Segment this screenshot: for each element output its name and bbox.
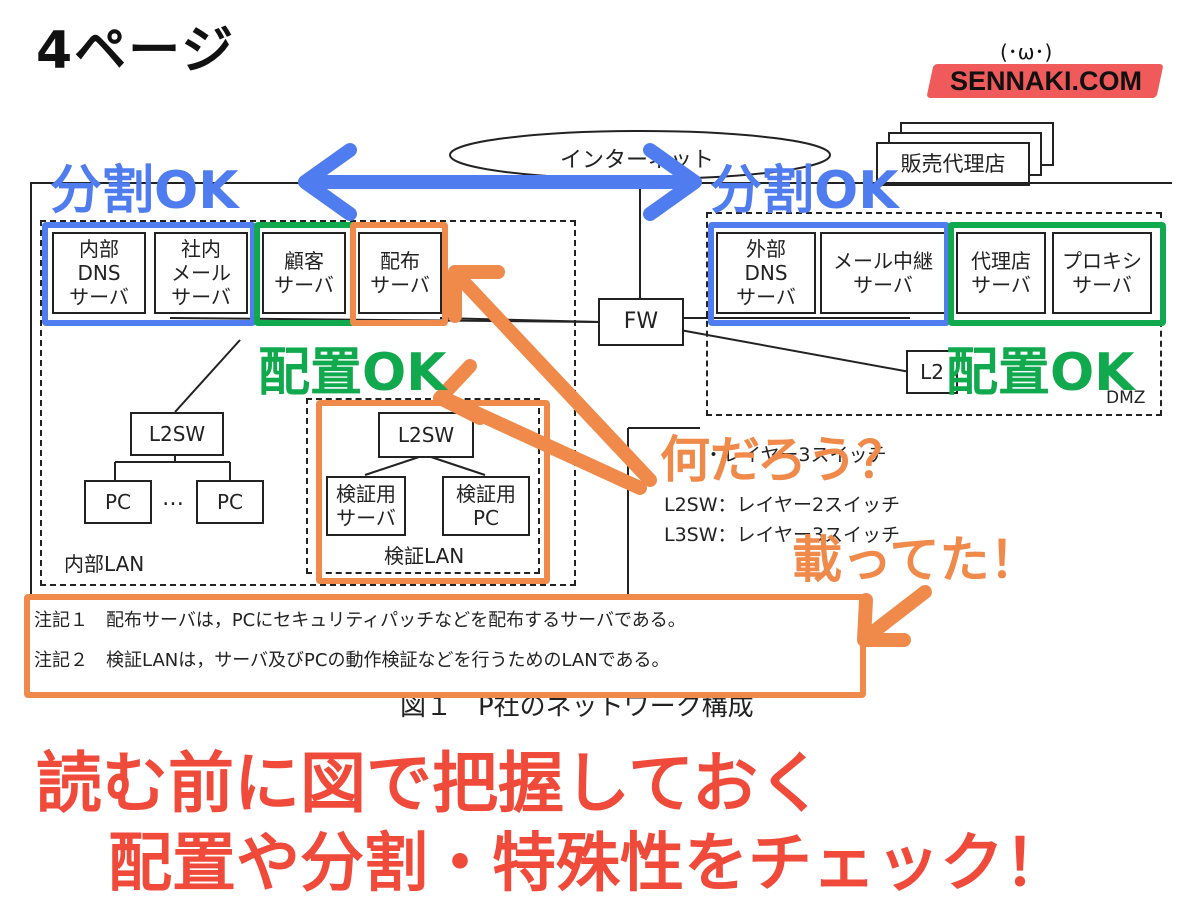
verify-lan-label: 検証LAN [384,544,465,568]
arrow-to-verify-lan-head [433,359,487,425]
brand-mascot: (･ω･) [1000,40,1053,64]
verify-server: 検証用 サーバ [326,476,406,536]
mail-relay-server: メール中継 サーバ [820,232,946,314]
footer-line-2: 配置や分割・特殊性をチェック！ [108,827,1068,901]
internal-dns-server: 内部 DNS サーバ [52,232,146,314]
external-dns-server: 外部 DNS サーバ [716,232,816,314]
legend-top: ・レイヤー3スイッチ [704,444,887,466]
line-verify-server [364,454,426,476]
verify-pc: 検証用 PC [442,476,530,536]
line-verify-pc [424,454,486,476]
internal-mail-server: 社内 メール サーバ [154,232,248,314]
annotation-place-right: 配置OK [946,343,1135,403]
legend-l2sw: L2SW：レイヤー2スイッチ [664,494,901,516]
verify-lan-zone [306,398,540,574]
highlight-dist-server [350,222,448,326]
arrow-to-notes [861,585,932,643]
line-fw-dmz [679,329,911,373]
agent-server: 代理店 サーバ [956,232,1046,314]
brand-text: SENNAKI.COM [950,66,1143,96]
line-dist-core [439,317,601,323]
split-arrow-right-head [643,143,702,221]
annotation-place-left: 配置OK [258,343,447,403]
agent-store-box: 販売代理店 [876,142,1030,186]
pc-b: PC [196,480,264,524]
highlight-verify-lan [316,400,550,584]
line-core-l2sw [174,339,241,413]
highlight-split-left [42,222,256,326]
legend-l3sw: L3SW：レイヤー3スイッチ [664,524,901,546]
distribution-server: 配布 サーバ [358,232,442,314]
l2sw-internal: L2SW [130,412,224,456]
annotation-question: 何だろう？ [660,431,907,489]
dmz-l2-switch: L2 [906,350,958,394]
highlight-split-right [708,222,950,326]
footer-line-1: 読む前に図で把握しておく [36,745,825,822]
highlight-place-right [948,222,1166,326]
customer-server: 顧客 サーバ [262,232,346,314]
note-1: 注記１ 配布サーバは，PCにセキュリティパッチなどを配布するサーバである。 [34,610,686,631]
arrow-to-notes-head [857,593,911,647]
internal-lan-label: 内部LAN [64,552,145,576]
arrow-to-dist-server [453,271,657,487]
annotation-split-right: 分割OK [710,161,899,221]
annotation-found: 載ってた！ [792,531,1040,589]
pc-ellipsis: … [162,486,184,511]
dmz-label: DMZ [1106,388,1146,408]
proxy-server: プロキシ サーバ [1052,232,1152,314]
pc-a: PC [84,480,152,524]
page-title: 4ページ [36,21,236,81]
brand-logo[interactable]: SENNAKI.COM [926,60,1164,104]
note-2: 注記２ 検証LANは，サーバ及びPCの動作検証などを行うためのLANである。 [34,650,670,671]
l2sw-verify: L2SW [378,412,474,458]
split-arrow-left-head [298,143,357,221]
arrow-to-dist-server-head [448,265,505,323]
firewall-box: FW [598,298,684,346]
annotation-split-left: 分割OK [50,161,239,221]
